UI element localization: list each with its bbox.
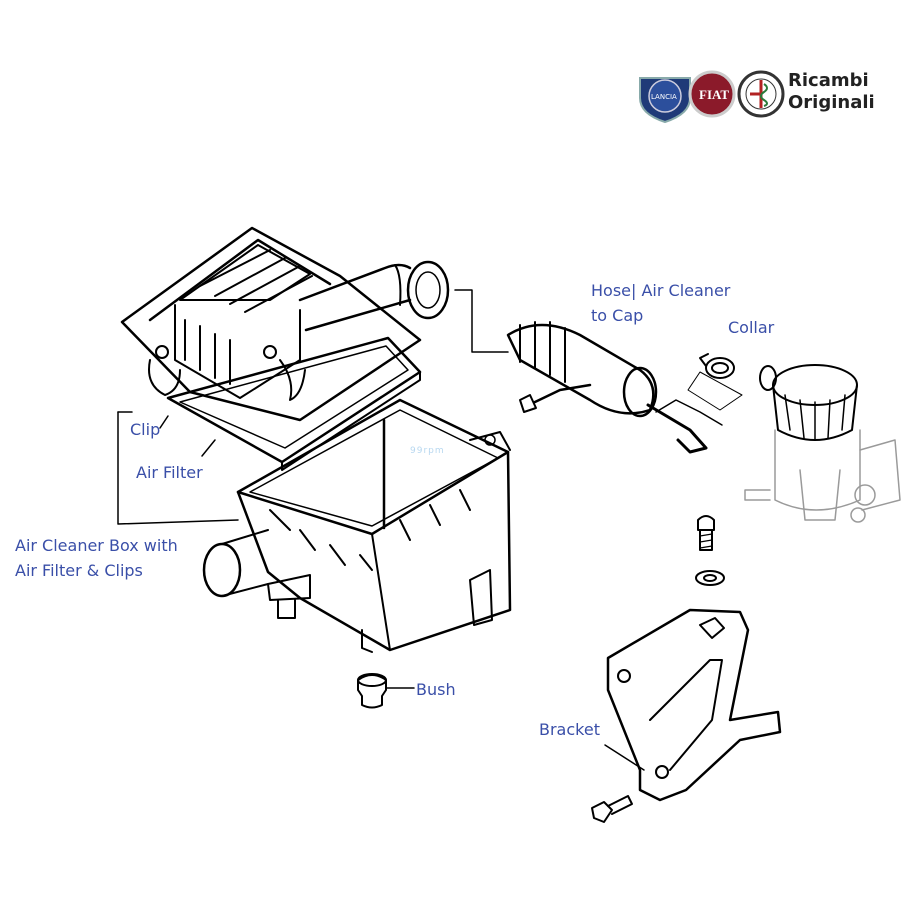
bottom-bolt — [591, 795, 633, 823]
svg-text:FIAT: FIAT — [699, 87, 729, 102]
brand-line1: Ricambi — [788, 70, 869, 91]
leader-line-hose — [454, 289, 509, 353]
label-collar: Collar — [728, 318, 775, 337]
label-air-cleaner-box: Air Cleaner Box with Air Filter & Clips — [15, 533, 178, 583]
label-air-filter: Air Filter — [136, 463, 203, 482]
label-hose: Hose| Air Cleaner to Cap — [591, 278, 730, 328]
throttle-cap — [744, 364, 901, 523]
air-cleaner-cover — [120, 226, 450, 422]
bush-part — [357, 673, 415, 709]
clips — [148, 345, 306, 401]
watermark: 99rpm — [410, 446, 445, 456]
label-bush: Bush — [416, 680, 456, 699]
label-clip: Clip — [130, 420, 161, 439]
label-bracket: Bracket — [539, 720, 600, 739]
brand-line2: Originali — [788, 92, 875, 113]
fiat-logo: FIAT — [688, 70, 736, 118]
label-box-line2: Air Filter & Clips — [15, 561, 143, 580]
hose-part — [506, 321, 723, 454]
lancia-logo: LANCIA — [639, 77, 691, 124]
collar-part — [687, 353, 743, 411]
bracket-part — [606, 608, 782, 802]
brand-text: Ricambi Originali — [788, 70, 875, 114]
bolt-and-washer — [695, 515, 725, 586]
label-box-line1: Air Cleaner Box with — [15, 536, 178, 555]
air-cleaner-box — [202, 398, 512, 653]
svg-text:LANCIA: LANCIA — [651, 93, 677, 101]
label-hose-line2: to Cap — [591, 306, 644, 325]
label-leaders — [117, 411, 645, 771]
alfa-romeo-logo — [737, 70, 785, 118]
label-hose-line1: Hose| Air Cleaner — [591, 281, 731, 300]
